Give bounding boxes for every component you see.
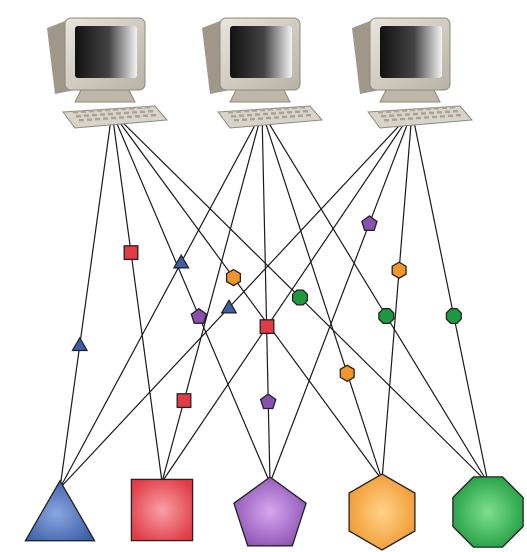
- triangle-marker: [220, 298, 238, 314]
- connection-line: [411, 111, 489, 484]
- connection-line: [111, 111, 163, 483]
- square-marker: [123, 245, 139, 261]
- square-marker: [176, 393, 192, 409]
- triangle-resource: [24, 479, 96, 542]
- connection-line: [261, 111, 489, 484]
- computer-1-icon: [47, 17, 169, 129]
- connection-line: [269, 111, 413, 484]
- connection-line: [381, 111, 413, 481]
- connection-line: [261, 111, 271, 484]
- pentagon-resource: [233, 476, 307, 547]
- square-resource: [130, 478, 194, 542]
- pentagon-marker: [259, 393, 277, 410]
- computers: [47, 17, 474, 129]
- connection-line: [161, 111, 263, 483]
- pentagon-marker: [361, 215, 378, 232]
- connection-line: [59, 111, 113, 489]
- connection-line: [111, 111, 271, 484]
- hexagon-marker: [339, 364, 355, 383]
- triangle-marker: [71, 336, 89, 352]
- octagon-marker: [445, 308, 462, 325]
- octagon-resource: [452, 476, 524, 548]
- hexagon-marker: [225, 268, 242, 287]
- computer-3-icon: [352, 17, 474, 129]
- triangle-marker: [172, 253, 190, 269]
- hexagon-marker: [391, 261, 407, 279]
- pentagon-marker: [190, 307, 208, 324]
- computer-2-icon: [202, 17, 324, 129]
- resources: [24, 473, 524, 551]
- connection-line: [59, 111, 263, 489]
- octagon-marker: [291, 289, 309, 306]
- connection-line: [261, 111, 383, 481]
- octagon-marker: [378, 308, 395, 325]
- connection-markers: [71, 215, 462, 410]
- hexagon-resource: [348, 473, 416, 551]
- connection-line: [111, 111, 383, 481]
- connection-line: [59, 111, 413, 489]
- square-marker: [259, 319, 275, 335]
- connection-lines: [59, 111, 489, 489]
- connection-line: [161, 111, 413, 483]
